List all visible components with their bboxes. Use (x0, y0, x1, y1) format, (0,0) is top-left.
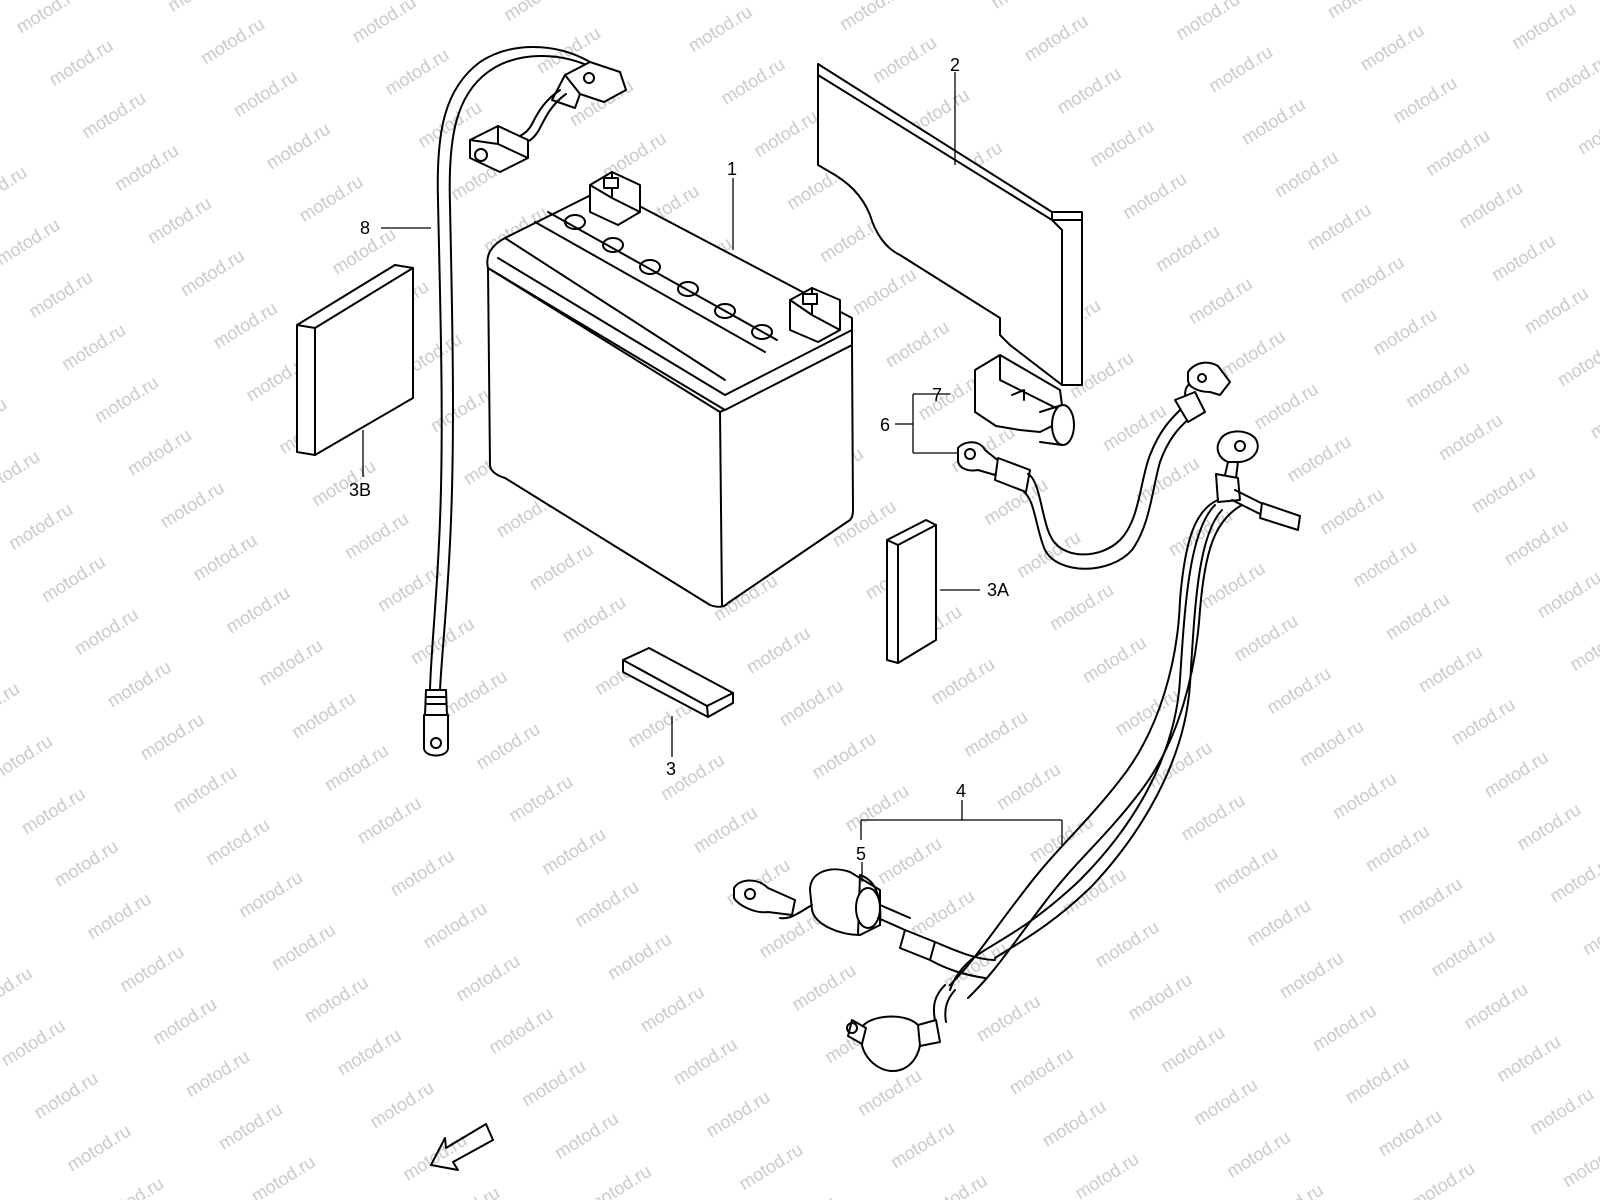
part-8-lead-wire (423, 46, 627, 757)
label-part-4: 4 (956, 781, 967, 801)
part-3-pad (622, 647, 734, 718)
fwd-arrow-icon (430, 1123, 494, 1171)
label-part-8: 8 (360, 218, 371, 238)
label-part-3b: 3B (349, 480, 372, 500)
label-part-1: 1 (727, 159, 738, 179)
leader-lines (362, 72, 1063, 882)
label-part-6: 6 (880, 415, 891, 435)
part-6-cable (957, 361, 1231, 570)
label-part-5: 5 (856, 844, 867, 864)
label-part-2: 2 (950, 55, 961, 75)
part-3b-pad (296, 264, 414, 456)
part-3a-pad (886, 519, 937, 664)
part-1-battery (486, 171, 854, 608)
part-2-cover (817, 63, 1083, 386)
label-part-3a: 3A (987, 580, 1010, 600)
label-part-3: 3 (666, 759, 677, 779)
part-7-terminal-cover (974, 354, 1075, 446)
label-part-7: 7 (932, 385, 943, 405)
part-4-cable-harness (733, 430, 1301, 1072)
